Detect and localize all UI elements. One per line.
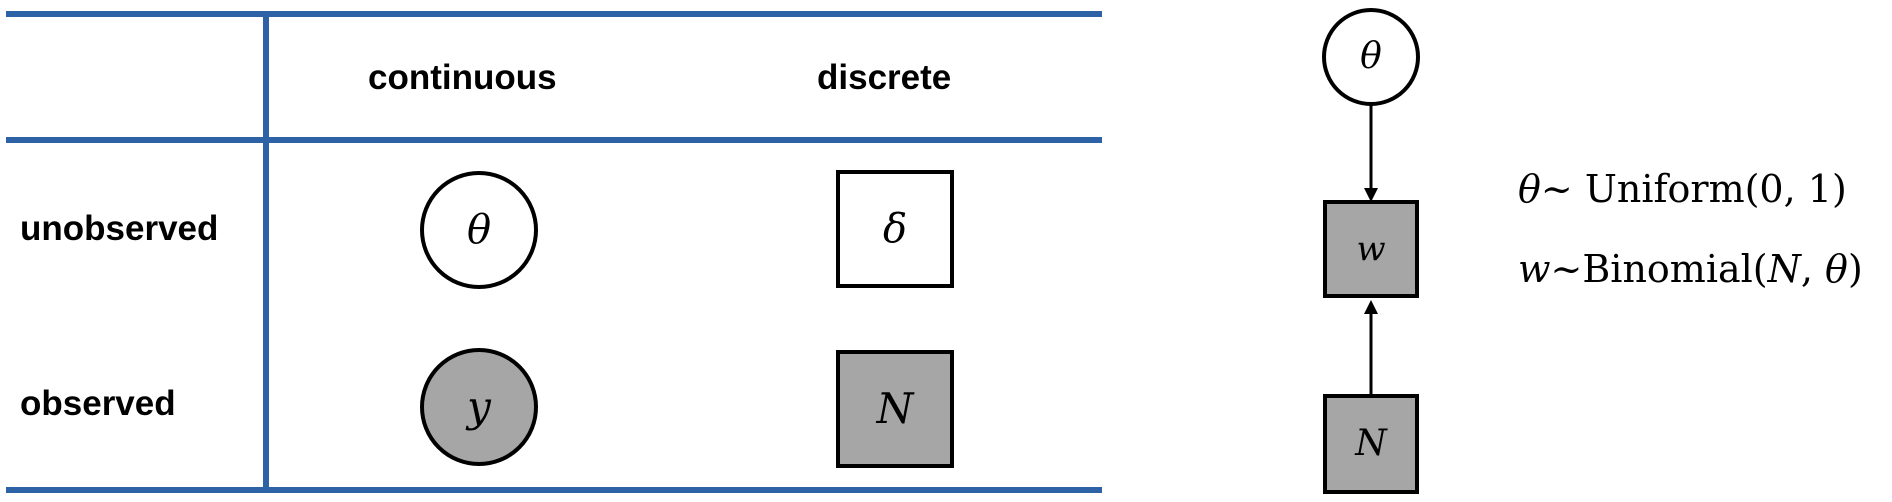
eq2-separator: , <box>1800 247 1826 291</box>
equation-theta-prior: θ~ Uniform(0, 1) <box>1518 167 1847 211</box>
eq2-close-paren: ) <box>1847 247 1863 291</box>
unobserved-continuous-node: θ <box>420 171 538 289</box>
graph-n-node: N <box>1323 394 1419 494</box>
arrowhead-n-to-w <box>1364 300 1378 314</box>
eq2-arg-theta: θ <box>1825 247 1848 291</box>
eq2-variable: w <box>1518 247 1551 291</box>
eq2-arg-n: N <box>1767 247 1801 291</box>
y-symbol: y <box>467 382 491 431</box>
header-continuous: continuous <box>368 58 557 97</box>
eq1-distribution: Uniform(0, 1) <box>1572 167 1847 211</box>
row-label-unobserved: unobserved <box>20 209 219 248</box>
unobserved-discrete-node: δ <box>836 170 954 288</box>
graph-theta-symbol: θ <box>1360 36 1382 77</box>
eq2-tilde: ~ <box>1550 247 1583 291</box>
observed-discrete-node: N <box>836 350 954 468</box>
header-discrete: discrete <box>817 58 952 97</box>
graph-theta-node: θ <box>1322 8 1420 106</box>
theta-symbol: θ <box>466 207 492 253</box>
eq1-tilde: ~ <box>1540 167 1573 211</box>
graph-n-symbol: N <box>1355 423 1387 464</box>
eq2-distribution: Binomial( <box>1582 247 1768 291</box>
observed-continuous-node: y <box>420 348 538 466</box>
row-label-observed: observed <box>20 384 176 423</box>
eq1-variable: θ <box>1518 167 1541 211</box>
arrowhead-theta-to-w <box>1364 188 1378 202</box>
n-symbol: N <box>876 384 914 433</box>
graph-w-symbol: w <box>1356 229 1386 269</box>
equation-w-likelihood: w~Binomial(N, θ) <box>1518 247 1863 291</box>
graph-w-node: w <box>1323 200 1419 298</box>
delta-symbol: δ <box>882 206 908 252</box>
